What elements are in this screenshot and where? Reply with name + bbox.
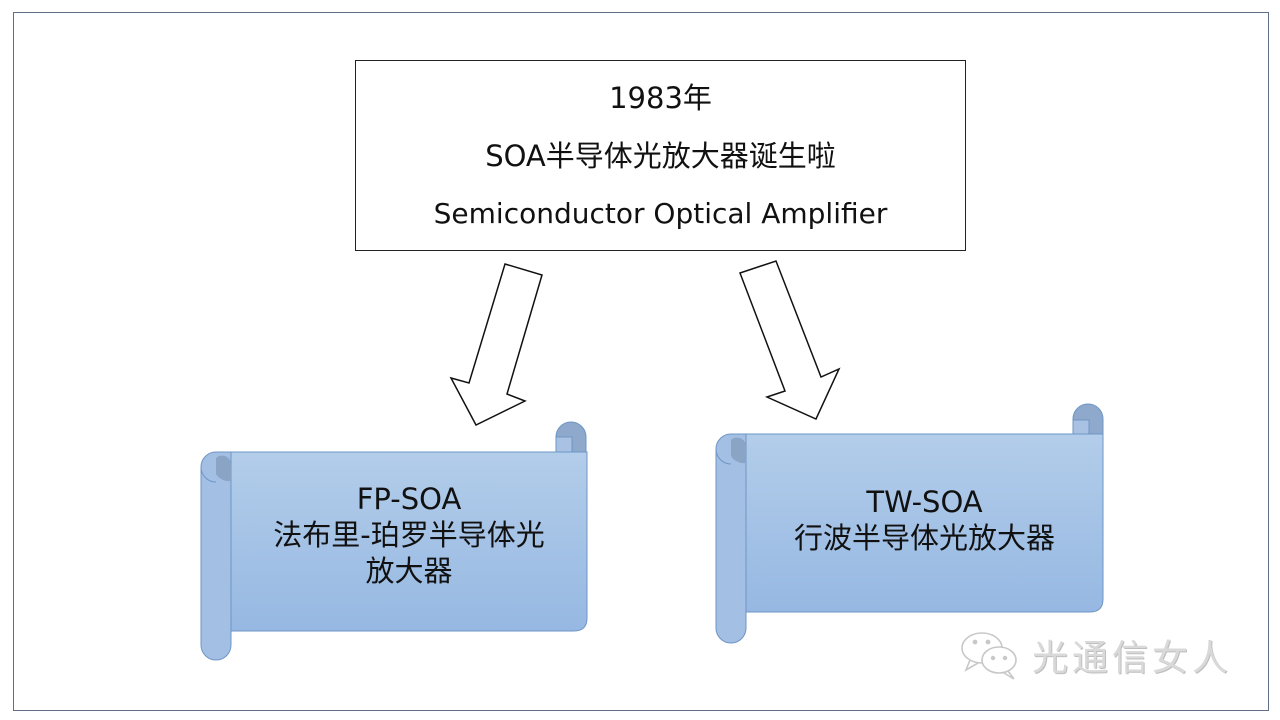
title-box: 1983年 SOA半导体光放大器诞生啦 Semiconductor Optica… [355, 60, 966, 251]
tw-soa-name-line1: 行波半导体光放大器 [793, 521, 1055, 555]
fp-soa-label: FP-SOA 法布里-珀罗半导体光 放大器 [231, 481, 587, 589]
wechat-icon [961, 632, 1017, 680]
tw-soa-abbr: TW-SOA [866, 485, 983, 519]
scroll-body [729, 433, 1104, 613]
arrow-left-down [449, 263, 543, 426]
scroll-left-roll [200, 451, 232, 661]
watermark-text: 光通信女人 [1032, 638, 1233, 679]
watermark: 光通信女人 [1032, 630, 1232, 680]
scroll-body [214, 451, 588, 632]
slide-frame [13, 12, 1269, 711]
fp-soa-name-line1: 法布里-珀罗半导体光 [273, 518, 545, 552]
year-label: 1983年 [609, 80, 712, 115]
fp-soa-abbr: FP-SOA [356, 482, 462, 516]
fp-soa-name-line2: 放大器 [365, 554, 453, 588]
tw-soa-label: TW-SOA 行波半导体光放大器 [746, 484, 1103, 556]
scroll-tw-soa [715, 403, 1104, 644]
scroll-left-roll [715, 433, 747, 644]
scroll-fp-soa [200, 421, 588, 661]
arrow-right-down [739, 260, 841, 420]
headline-label: SOA半导体光放大器诞生啦 [485, 138, 836, 173]
english-name-label: Semiconductor Optical Amplifier [433, 196, 888, 230]
